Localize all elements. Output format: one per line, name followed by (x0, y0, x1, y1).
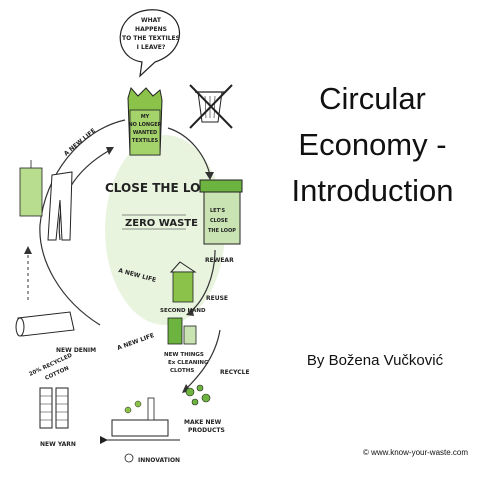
lightbulb-icon (124, 453, 134, 463)
zero-waste-underline (122, 214, 186, 230)
speech-bubble: WHAT HAPPENS TO THE TEXTILES I LEAVE? (119, 9, 181, 78)
denim-roll-icon (15, 311, 75, 337)
recycle-label: RECYCLE (220, 369, 250, 376)
jeans-icon (47, 171, 73, 241)
shirt-tag-icon (19, 160, 43, 217)
svg-text:CLOSE: CLOSE (210, 218, 229, 224)
title-line-1: Circular (319, 81, 426, 116)
close-the-loop-label: CLOSE THE LOOP (105, 181, 219, 195)
shredded-textiles-icon (185, 384, 211, 406)
textile-bag-icon: MY NO LONGER WANTED TEXTILES (127, 86, 163, 156)
cleaning-label: Ex CLEANING (168, 360, 209, 366)
title-line-3: Introduction (291, 173, 454, 208)
make-new-label: MAKE NEW (184, 419, 222, 426)
svg-text:LET'S: LET'S (210, 208, 226, 214)
circular-economy-illustration: WHAT HAPPENS TO THE TEXTILES I LEAVE? MY… (15, 9, 250, 464)
a-new-life-label-1: A NEW LIFE (63, 127, 97, 157)
reuse-label: REUSE (206, 295, 228, 302)
zero-waste-label: ZERO WASTE (125, 218, 198, 229)
svg-text:TO THE TEXTILES: TO THE TEXTILES (122, 35, 180, 42)
dashed-arrow-head (24, 246, 32, 254)
author-byline: By Božena Vučković (306, 352, 444, 369)
crossed-trash-can-icon (189, 84, 233, 129)
svg-text:I LEAVE?: I LEAVE? (137, 44, 166, 51)
new-yarn-label: NEW YARN (40, 441, 76, 448)
cloths-label: CLOTHS (170, 368, 194, 374)
recycling-bin-icon: LET'S CLOSE THE LOOP (199, 179, 243, 245)
svg-text:WANTED: WANTED (133, 130, 157, 136)
hanger-shirt-icon (169, 261, 197, 303)
copyright-notice: © www.know-your-waste.com (363, 448, 469, 457)
yarn-spools-icon (39, 387, 69, 429)
products-label: PRODUCTS (188, 427, 225, 434)
new-denim-label: NEW DENIM (56, 347, 96, 354)
svg-text:HAPPENS: HAPPENS (135, 26, 167, 33)
factory-icon (100, 397, 180, 444)
arrow-heads (106, 147, 214, 393)
svg-text:MY: MY (141, 114, 150, 120)
svg-text:NO LONGER: NO LONGER (129, 122, 162, 128)
green-wash (105, 135, 225, 325)
svg-text:WHAT: WHAT (141, 17, 162, 24)
rewear-label: REWEAR (205, 257, 234, 264)
cleaning-bottle-icon (167, 317, 197, 345)
innovation-label: INNOVATION (138, 457, 180, 464)
new-things-label: NEW THINGS (164, 352, 204, 358)
second-hand-label: SECOND HAND (160, 308, 206, 314)
slide-title: Circular Economy - Introduction (270, 76, 475, 214)
svg-text:THE LOOP: THE LOOP (208, 228, 236, 234)
title-line-2: Economy - (298, 127, 447, 162)
svg-text:TEXTILES: TEXTILES (132, 138, 159, 144)
a-new-life-label-3: A NEW LIFE (116, 332, 155, 352)
